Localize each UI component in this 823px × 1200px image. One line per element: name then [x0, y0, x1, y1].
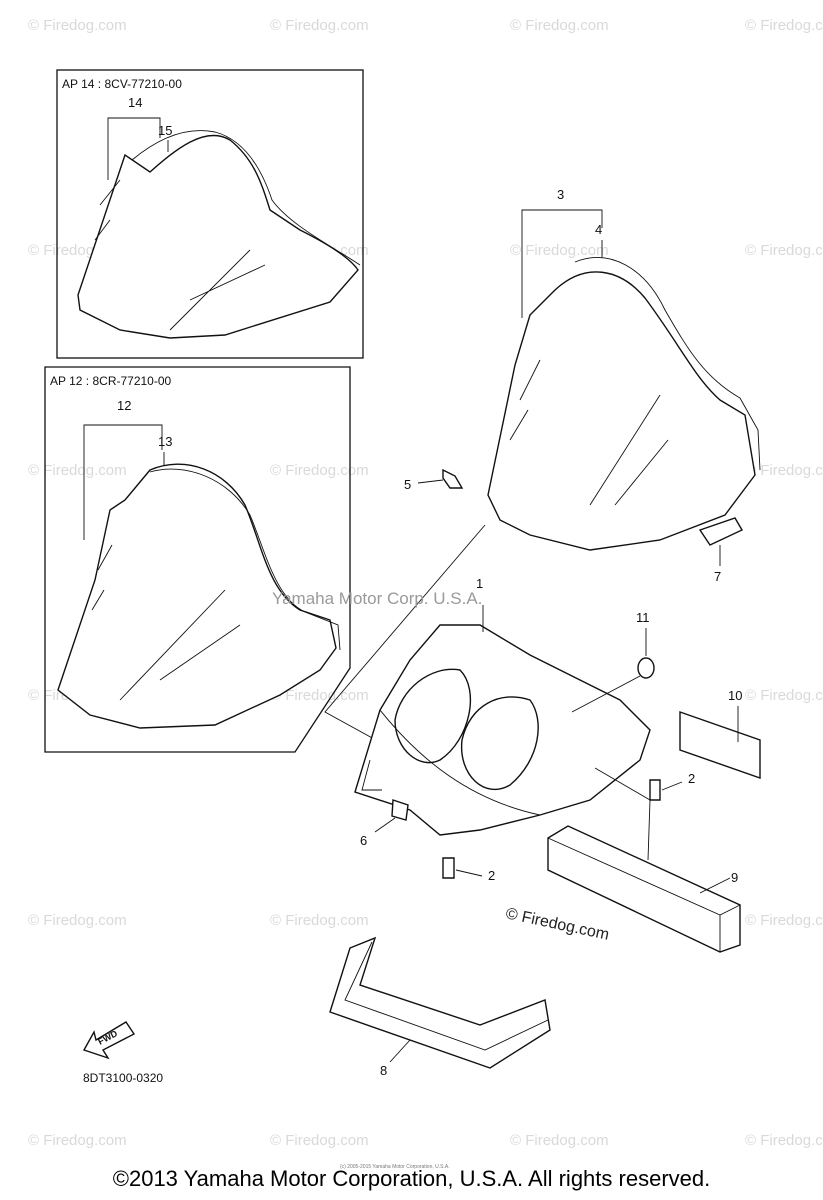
callout-11: 11: [636, 610, 650, 625]
watermark: © Firedog.com: [745, 687, 823, 704]
panel-frame: [44, 366, 351, 753]
trim-part-8: [329, 936, 551, 1069]
callout-4: 4: [595, 222, 602, 237]
watermark: © Firedog.com: [28, 1132, 127, 1149]
assembly-line: [324, 524, 486, 746]
watermark: © Firedog.com: [745, 462, 823, 479]
callout-15: 15: [158, 123, 172, 138]
foam-part-9: [547, 767, 741, 953]
watermark: © Firedog.com: [510, 17, 609, 34]
callout-2: 2: [688, 771, 695, 786]
cowl-part-1: [354, 605, 651, 836]
nut-part-7: [698, 517, 743, 566]
firedog-watermark: © Firedog.com: [504, 905, 610, 943]
leader-line: [107, 117, 169, 180]
callout-5: 5: [404, 477, 411, 492]
watermark: © Firedog.com: [745, 1132, 823, 1149]
watermark: © Firedog.com: [28, 17, 127, 34]
copyright-notice: ©2013 Yamaha Motor Corporation, U.S.A. A…: [112, 1166, 711, 1191]
leader-line: [83, 424, 165, 540]
callout-14: 14: [128, 95, 142, 110]
watermark: © Firedog.com: [28, 462, 127, 479]
watermark: © Firedog.com: [510, 242, 609, 259]
center-watermark: Yamaha Motor Corp. U.S.A.: [272, 589, 482, 608]
fastener-part-6: [374, 799, 409, 833]
bolt-part-2b: [442, 857, 483, 879]
inset-panel-ap12: AP 12 : 8CR-77210-00 12 13: [44, 366, 351, 753]
watermark: © Firedog.com: [745, 912, 823, 929]
watermark: © Firedog.com: [270, 1132, 369, 1149]
watermark: © Firedog.com: [28, 912, 127, 929]
watermark: © Firedog.com: [510, 1132, 609, 1149]
panel-label: AP 12 : 8CR-77210-00: [50, 374, 172, 388]
callout-8: 8: [380, 1063, 387, 1078]
callout-9: 9: [731, 870, 738, 885]
label-part-10: [679, 706, 761, 779]
callout-3: 3: [557, 187, 564, 202]
callout-12: 12: [117, 398, 131, 413]
watermark: © Firedog.com: [270, 462, 369, 479]
tiny-credit: (c) 2005-2015 Yamaha Motor Corporation, …: [340, 1164, 450, 1170]
callout-10: 10: [728, 688, 742, 703]
callout-1: 1: [476, 576, 483, 591]
callout-6: 6: [360, 833, 367, 848]
windshield-part-3: [487, 209, 761, 551]
callout-2: 2: [488, 868, 495, 883]
leader-line: [521, 209, 603, 318]
windshield-part-14: [77, 130, 361, 339]
watermark: © Firedog.com: [745, 17, 823, 34]
panel-label: AP 14 : 8CV-77210-00: [62, 77, 182, 91]
watermark: © Firedog.com: [270, 912, 369, 929]
bolt-part-2a: [649, 779, 683, 801]
watermark: © Firedog.com: [270, 17, 369, 34]
callout-13: 13: [158, 434, 172, 449]
inset-panel-ap14: AP 14 : 8CV-77210-00 14 15: [56, 69, 364, 359]
screw-part-5: [417, 468, 464, 489]
grommet-part-11: [571, 628, 655, 713]
panel-frame: [56, 69, 364, 359]
watermark: © Firedog.com: [270, 687, 369, 704]
diagram-code: 8DT3100-0320: [83, 1071, 163, 1085]
watermark: © Firedog.com: [745, 242, 823, 259]
fwd-arrow-icon: FWD: [82, 1021, 136, 1060]
callout-7: 7: [714, 569, 721, 584]
windshield-part-12: [57, 463, 341, 729]
